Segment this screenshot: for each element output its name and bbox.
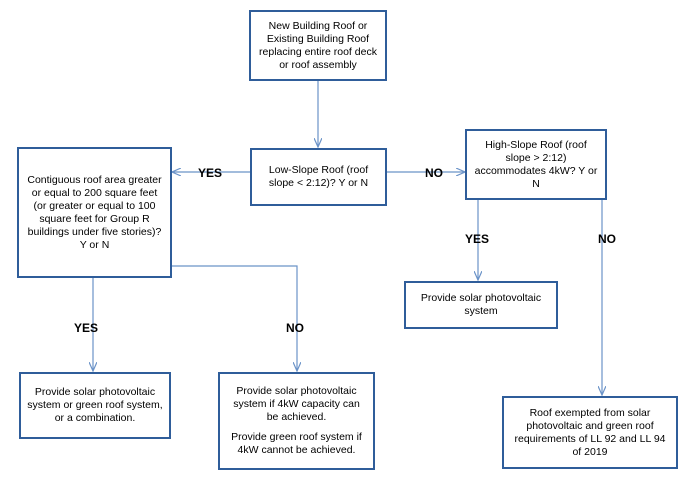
start-node-text: New Building Roof or Existing Building R… xyxy=(259,19,377,71)
pv-if-4kw-node: Provide solar photovoltaic system if 4kW… xyxy=(218,372,375,470)
contiguous-area-node-text: Contiguous roof area greater or equal to… xyxy=(27,173,162,251)
no-label-contiguous: NO xyxy=(286,321,304,335)
pv-system-node-text: Provide solar photovoltaic system xyxy=(420,292,542,317)
exempt-node: Roof exempted from solar photovoltaic an… xyxy=(502,396,678,469)
exempt-node-text: Roof exempted from solar photovoltaic an… xyxy=(514,406,666,458)
high-slope-node: High-Slope Roof (roof slope > 2:12) acco… xyxy=(465,129,607,200)
low-slope-node: Low-Slope Roof (roof slope < 2:12)? Y or… xyxy=(250,148,387,206)
pv-or-green-node-text: Provide solar photovoltaic system or gre… xyxy=(27,386,163,424)
arrow-contiguous-no xyxy=(172,265,297,371)
no-label-high-slope: NO xyxy=(598,232,616,246)
start-node: New Building Roof or Existing Building R… xyxy=(249,10,387,81)
pv-or-green-node: Provide solar photovoltaic system or gre… xyxy=(19,372,171,439)
pv-system-node: Provide solar photovoltaic system xyxy=(404,281,558,329)
no-label-low-slope: NO xyxy=(425,166,443,180)
green-if-not-text: Provide green roof system if 4kW cannot … xyxy=(231,431,362,456)
low-slope-node-text: Low-Slope Roof (roof slope < 2:12)? Y or… xyxy=(268,164,369,189)
yes-label-low-slope: YES xyxy=(198,166,223,180)
yes-label-high-slope: YES xyxy=(465,232,490,246)
pv-if-4kw-text: Provide solar photovoltaic system if 4kW… xyxy=(233,385,360,423)
high-slope-node-text: High-Slope Roof (roof slope > 2:12) acco… xyxy=(474,138,598,190)
yes-label-contiguous: YES xyxy=(74,321,99,335)
contiguous-area-node: Contiguous roof area greater or equal to… xyxy=(17,147,172,278)
